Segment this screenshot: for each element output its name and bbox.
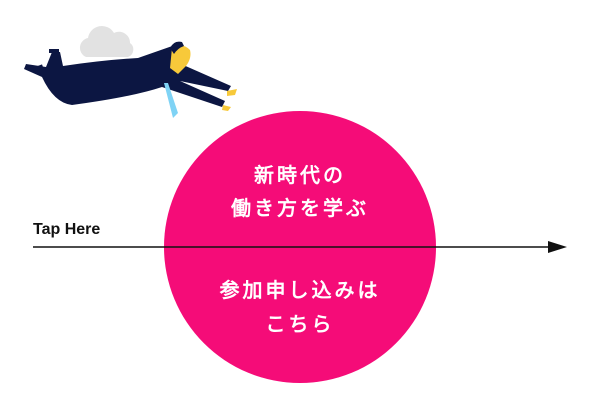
apply-button[interactable]: 新時代の 働き方を学ぶ 参加申し込みは こちら [164,111,436,383]
tap-here-label: Tap Here [33,221,101,238]
cloud-icon [79,25,134,57]
action-line-2: こちら [265,312,335,336]
heading-line-1: 新時代の [254,163,346,187]
heading-line-2: 働き方を学ぶ [231,196,369,220]
businessman-figure [24,41,237,118]
action-line-1: 参加申し込みは [219,278,381,302]
